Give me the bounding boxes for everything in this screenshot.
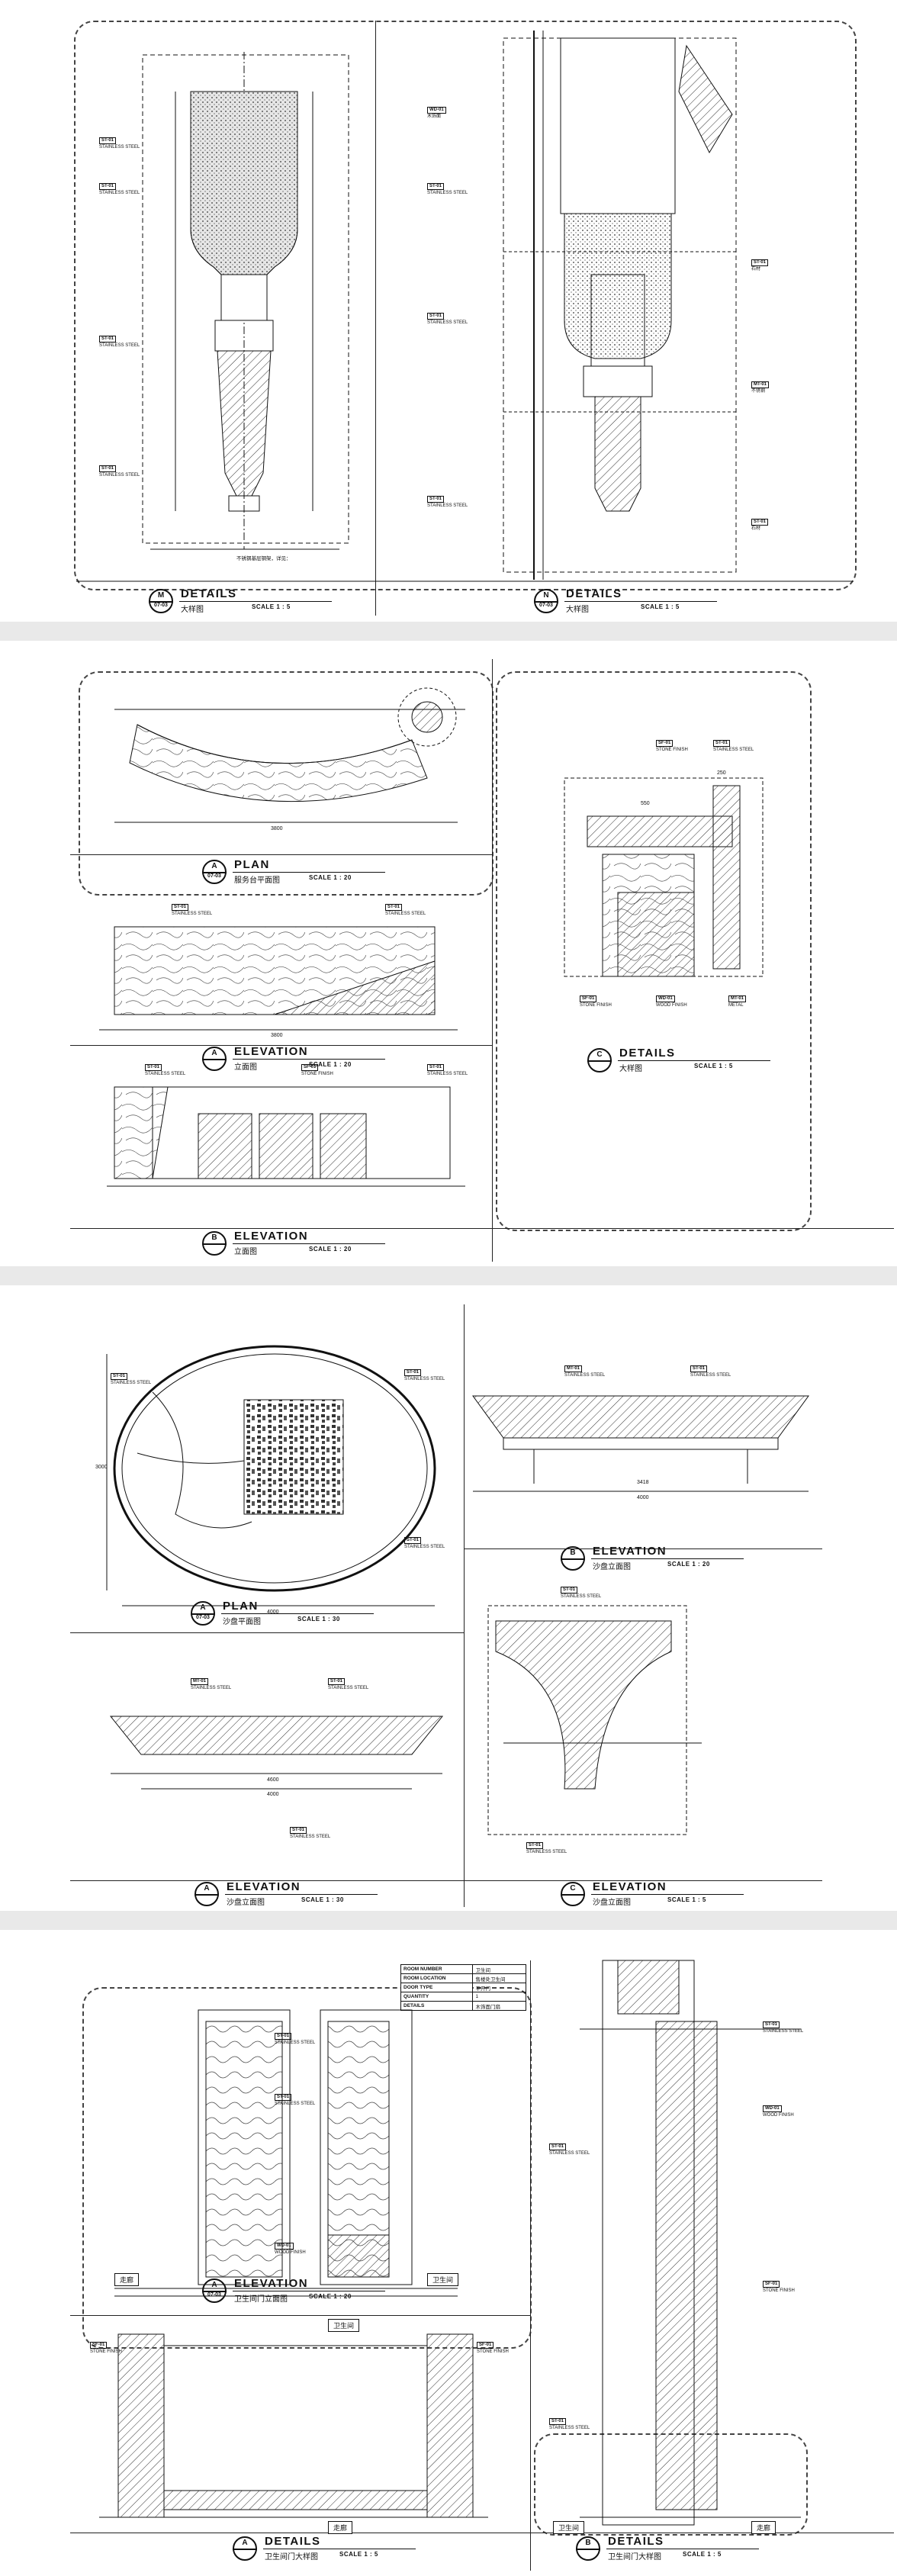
- view-divider: [492, 659, 493, 1262]
- dimension: 4000: [267, 1610, 279, 1615]
- detail-drawing-m-n: [76, 31, 854, 582]
- door-drawings: [99, 1960, 801, 2526]
- view-title: A DETAILS 卫生间门大样图 SCALE 1 : 5: [233, 2535, 431, 2565]
- sand-table-drawings: [106, 1345, 809, 1835]
- view-title: A ELEVATION 立面图 SCALE 1 : 20: [202, 1045, 400, 1076]
- dimension: 250: [717, 770, 726, 776]
- revision-cloud: [79, 671, 494, 896]
- room-tag: 走廊: [328, 2521, 353, 2534]
- reception-desk-drawings: [99, 687, 764, 1187]
- dimension: 4600: [267, 1777, 279, 1783]
- dimension: 4000: [267, 1792, 279, 1797]
- view-divider: [464, 1548, 822, 1549]
- room-tag: 卫生间: [328, 2319, 360, 2332]
- view-divider: [70, 2315, 530, 2316]
- room-tag: 走廊: [114, 2273, 140, 2286]
- view-divider: [70, 1228, 894, 1229]
- view-title: C ELEVATION 沙盘立面图 SCALE 1 : 5: [561, 1880, 759, 1911]
- view-divider: [70, 1632, 464, 1633]
- view-title: A ELEVATION 沙盘立面图 SCALE 1 : 30: [195, 1880, 393, 1911]
- revision-cloud: [82, 1987, 532, 2349]
- note: 不锈钢基层钢架，详见：: [236, 556, 291, 561]
- revision-cloud: [496, 671, 812, 1231]
- dimension: 3418: [637, 1480, 649, 1485]
- view-divider: [70, 1045, 492, 1046]
- view-divider: [530, 1960, 531, 2571]
- view-divider: [70, 1880, 822, 1881]
- room-tag: 卫生间: [553, 2521, 585, 2534]
- view-divider: [464, 1304, 465, 1907]
- dimension: 3800: [271, 826, 283, 831]
- dimension: 550: [641, 801, 650, 806]
- view-title: B ELEVATION 沙盘立面图 SCALE 1 : 20: [561, 1545, 759, 1575]
- view-title: B ELEVATION 立面图 SCALE 1 : 20: [202, 1230, 400, 1260]
- view-title: C DETAILS 大样图 SCALE 1 : 5: [587, 1047, 786, 1077]
- dimension: 3000: [95, 1465, 108, 1470]
- room-tag: 卫生间: [427, 2273, 459, 2286]
- view-divider: [375, 21, 376, 616]
- dimension: 3800: [271, 1033, 283, 1038]
- dimension: 4000: [637, 1495, 649, 1500]
- view-divider: [70, 854, 492, 855]
- revision-cloud: [74, 21, 857, 590]
- view-title: B DETAILS 卫生间门大样图 SCALE 1 : 5: [576, 2535, 774, 2565]
- room-tag: 走廊: [751, 2521, 776, 2534]
